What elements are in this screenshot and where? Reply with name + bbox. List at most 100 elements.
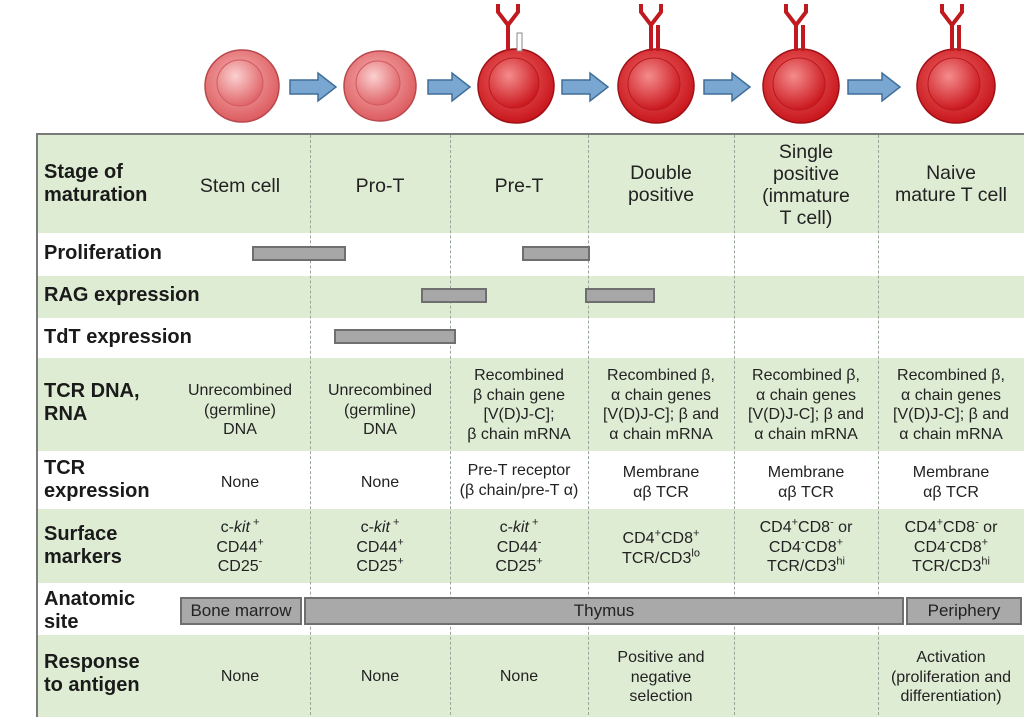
marker-sup: - — [830, 516, 834, 529]
proliferation-label: Proliferation — [44, 242, 162, 264]
tcr-expression-pre-t: Pre-T receptor (β chain/pre-T α) — [459, 462, 579, 499]
surface-markers-single-positive: CD4+CD8- or CD4-CD8+ TCR/CD3hi — [734, 516, 878, 577]
proliferation-bar — [522, 246, 590, 261]
tdt-row — [38, 318, 1024, 358]
arrow-icon — [703, 71, 752, 103]
anatomic-site-periphery: Periphery — [906, 597, 1022, 625]
column-divider — [588, 135, 589, 715]
marker-sup: + — [536, 555, 543, 568]
marker-sup: - — [945, 536, 950, 549]
response-stem: None — [220, 668, 260, 685]
response-pre-t: None — [499, 668, 539, 685]
marker-text: CD8 — [798, 519, 831, 536]
tcr-expression-label: TCR expression — [44, 457, 150, 502]
marker-sup: + — [257, 536, 264, 549]
arrow-icon — [427, 71, 472, 103]
surface-markers-row — [38, 509, 1024, 583]
marker-text: kit — [373, 519, 390, 536]
marker-sup: + — [397, 536, 404, 549]
rag-expression-bar — [421, 288, 487, 303]
arrow-icon — [847, 71, 902, 103]
column-divider — [450, 135, 451, 715]
tcr-dna-row — [38, 358, 1024, 451]
marker-text: CD4 — [904, 519, 937, 536]
pre-t-cell-icon — [477, 4, 555, 124]
marker-sup: + — [397, 555, 404, 568]
marker-sup: + — [389, 516, 400, 529]
marker-text: CD8 — [804, 538, 837, 556]
stem-cell-icon — [204, 49, 280, 123]
tcr-dna-stem: Unrecombined (germline) DNA — [187, 382, 293, 438]
tcr-dna-pro-t: Unrecombined (germline) DNA — [327, 382, 433, 438]
marker-sup: + — [836, 536, 844, 549]
naive-mature-t-cell-icon — [916, 4, 996, 124]
marker-sup: - — [258, 555, 263, 568]
tcr-expression-stem: None — [220, 474, 260, 491]
anatomic-site-label: Anatomic site — [44, 588, 136, 633]
rag-row — [38, 276, 1024, 318]
marker-sup: hi — [981, 555, 990, 568]
tcr-expression-double-positive: Membrane αβ TCR — [622, 464, 700, 501]
marker-sup: + — [528, 516, 539, 529]
marker-text: CD8 — [661, 530, 694, 547]
marker-text: CD44 — [496, 538, 538, 556]
stage-single-positive: Single positive (immature T cell) — [762, 141, 850, 229]
response-row — [38, 635, 1024, 717]
arrow-icon — [289, 71, 338, 103]
pro-t-cell-icon — [343, 50, 417, 122]
surface-markers-pre-t: c-kit + CD44- CD25+ — [450, 516, 588, 577]
surface-markers-naive: CD4+CD8- or CD4-CD8+ TCR/CD3hi — [878, 516, 1024, 577]
marker-sup: - — [975, 516, 979, 529]
single-positive-cell-icon — [762, 4, 840, 124]
marker-text: TCR/CD3 — [767, 558, 837, 575]
response-pro-t: None — [360, 668, 400, 685]
tcr-expression-row — [38, 451, 1024, 509]
tcr-dna-double-positive: Recombined β, α chain genes [V(D)J-C]; β… — [603, 367, 719, 443]
column-divider — [310, 135, 311, 715]
response-naive: Activation (proliferation and differenti… — [890, 649, 1012, 705]
column-divider — [734, 135, 735, 715]
arrow-icon — [561, 71, 610, 103]
response-double-positive: Positive and negative selection — [617, 649, 705, 705]
stage-pre-t: Pre-T — [494, 175, 544, 197]
marker-text: CD25 — [356, 558, 398, 575]
marker-sup: + — [791, 516, 799, 529]
surface-markers-pro-t: c-kit + CD44+ CD25+ — [310, 516, 450, 577]
marker-text: CD4 — [913, 538, 946, 556]
tdt-expression-bar — [334, 329, 456, 344]
response-to-antigen-label: Response to antigen — [44, 651, 140, 696]
marker-sup: + — [981, 536, 989, 549]
marker-text: TCR/CD3 — [622, 549, 692, 567]
stage-double-positive: Double positive — [627, 162, 695, 206]
stage-stem-cell: Stem cell — [199, 175, 281, 197]
marker-text: CD44 — [216, 538, 258, 556]
tcr-expression-single-positive: Membrane αβ TCR — [767, 464, 845, 501]
tcr-dna-rna-label: TCR DNA, RNA — [44, 380, 140, 425]
tcr-expression-pro-t: None — [360, 474, 400, 491]
marker-sup: - — [537, 536, 542, 549]
marker-text: CD4 — [768, 538, 801, 556]
marker-text: or — [833, 519, 853, 536]
marker-text: CD44 — [356, 538, 398, 556]
stage-naive-mature-t-cell: Naive mature T cell — [895, 162, 1007, 206]
marker-text: CD4 — [622, 530, 655, 547]
stage-row — [38, 135, 1024, 233]
marker-sup: + — [249, 516, 260, 529]
anatomic-site-thymus: Thymus — [304, 597, 904, 625]
stage-pro-t: Pro-T — [355, 175, 405, 197]
marker-text: c- — [360, 519, 374, 536]
rag-expression-bar — [585, 288, 655, 303]
marker-text: CD8 — [949, 538, 982, 556]
marker-text: or — [978, 519, 998, 536]
tcr-dna-single-positive: Recombined β, α chain genes [V(D)J-C]; β… — [748, 367, 864, 443]
marker-text: CD25 — [217, 558, 259, 575]
tcr-dna-pre-t: Recombined β chain gene [V(D)J-C]; β cha… — [467, 367, 571, 443]
proliferation-bar — [252, 246, 346, 261]
marker-text: CD25 — [495, 558, 537, 575]
marker-text: CD8 — [943, 519, 976, 536]
stage-of-maturation-label: Stage of maturation — [44, 161, 148, 206]
marker-sup: + — [936, 516, 944, 529]
marker-text: c- — [220, 519, 234, 536]
marker-text: CD4 — [759, 519, 792, 536]
column-divider — [878, 135, 879, 715]
